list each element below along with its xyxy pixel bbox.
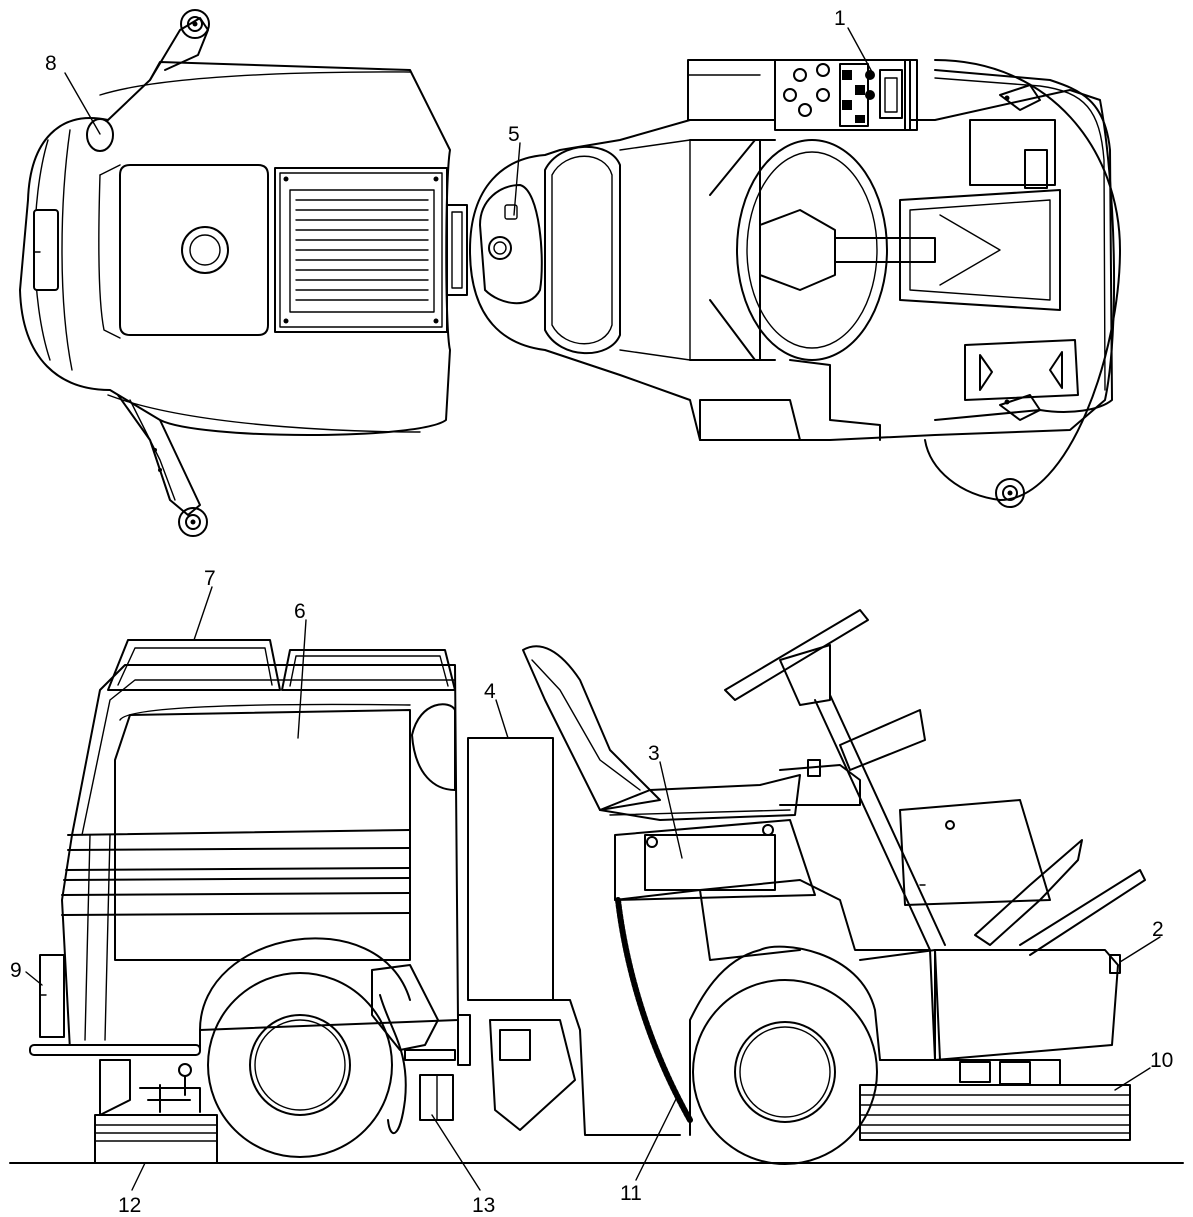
leader-9 [25,971,43,986]
side-stripes [67,829,411,836]
side-top-lid-rear [107,639,281,691]
top-grille-slats [289,189,435,313]
top-seat-adjust [479,184,543,305]
side-lower-panel [614,819,816,901]
side-front-wheel [692,979,878,1165]
side-battery-box [899,799,1051,906]
leader-5 [513,142,521,216]
side-brush-arm [371,964,439,1051]
leader-10 [1114,1067,1151,1091]
side-seat-cushion [599,774,801,821]
side-seat-back [522,645,661,811]
leader-1 [847,27,873,73]
leader-3 [659,761,683,859]
top-rear-pedal [969,119,1056,186]
side-front-body [934,949,1119,1061]
leader-2 [1119,936,1161,963]
leader-11 [635,1094,679,1181]
top-hopper-lid [119,164,269,336]
top-upper-caster [180,9,210,39]
side-top-lid-front [281,649,456,691]
top-front-caster [995,478,1025,508]
top-hitch [446,204,468,296]
top-drive-pedal [964,339,1079,401]
leader-8 [64,72,101,135]
callout-10: 10 [1150,1049,1173,1072]
callout-9: 9 [10,959,22,982]
side-coupling [467,737,554,1001]
side-rear-bumper [29,1044,201,1056]
callout-4: 4 [484,680,496,703]
top-lid-knob [181,226,229,274]
top-steering-hub [759,209,836,291]
callout-5: 5 [508,123,520,146]
leader-7 [193,586,213,641]
top-upper-arm [149,17,209,81]
leader-6 [297,619,307,739]
top-lower-caster [178,507,208,537]
top-view [19,9,1121,537]
leader-lines [25,27,1161,1191]
callout-8: 8 [45,52,57,75]
side-view [9,609,1184,1165]
callout-2: 2 [1152,918,1164,941]
callout-13: 13 [472,1194,495,1217]
leader-13 [431,1114,481,1191]
top-hopper-handle [86,118,114,152]
top-hopper-body [19,61,451,436]
callout-7: 7 [204,567,216,590]
top-engine-cover [469,89,1116,441]
side-front-hook [1109,954,1121,974]
side-rear-wheel [207,972,393,1158]
side-main-brush [94,1114,218,1164]
top-seat [544,145,621,355]
callout-3: 3 [648,742,660,765]
leader-12 [131,1162,146,1191]
leader-4 [495,699,509,739]
callout-12: 12 [118,1194,141,1217]
callout-1: 1 [834,7,846,30]
top-rear-light [33,209,59,291]
side-rear-light [39,954,65,1038]
side-tractor-body [614,879,936,1136]
callout-labels: 1 2 3 4 5 6 7 8 9 10 11 12 13 [10,7,1173,1217]
side-hopper-lid-bump [411,703,456,791]
side-hopper-body [61,664,459,1051]
side-steering-column [814,694,946,951]
top-steering-wheel [736,139,888,361]
side-hose [615,897,693,1123]
side-front-brush [859,1084,1131,1141]
top-lower-arm [117,394,201,516]
callout-11: 11 [620,1182,642,1205]
top-floor-plate [899,189,1061,311]
callout-6: 6 [294,600,306,623]
